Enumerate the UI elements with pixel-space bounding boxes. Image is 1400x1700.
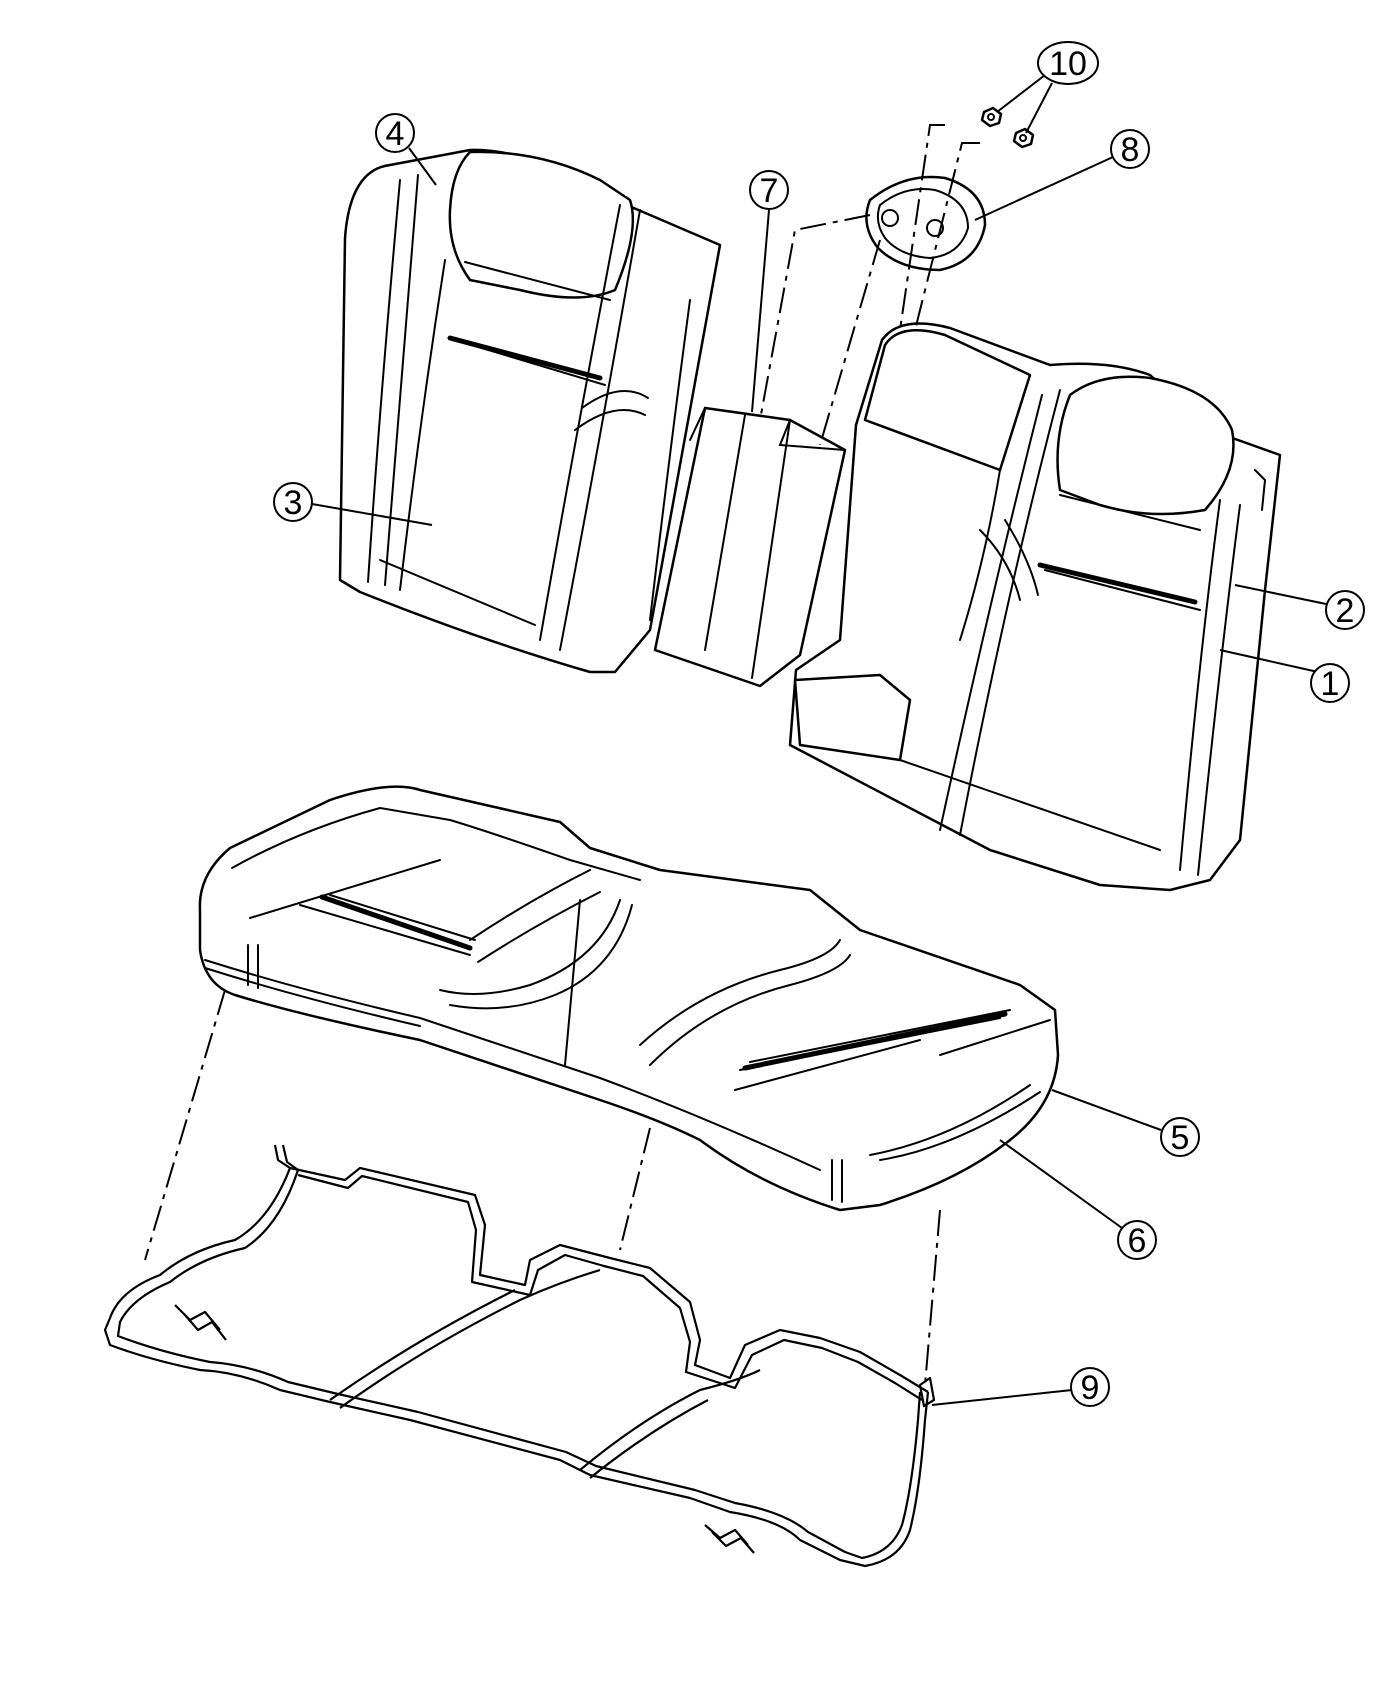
callout-5-label: 5 bbox=[1171, 1119, 1190, 1157]
callout-2-label: 2 bbox=[1336, 592, 1355, 630]
callout-1-label: 1 bbox=[1321, 665, 1340, 703]
callout-6-label: 6 bbox=[1128, 1222, 1147, 1260]
assembly-lines bbox=[144, 124, 980, 1386]
armrest bbox=[653, 406, 847, 688]
right-seat-back bbox=[788, 322, 1282, 892]
callout-3[interactable]: 3 bbox=[273, 482, 433, 526]
callout-1[interactable]: 1 bbox=[1219, 649, 1350, 703]
callout-7[interactable]: 7 bbox=[749, 170, 789, 413]
cup-holder-bezel bbox=[865, 175, 987, 272]
callout-4[interactable]: 4 bbox=[375, 113, 437, 186]
callout-9[interactable]: 9 bbox=[931, 1367, 1110, 1407]
callout-8-label: 8 bbox=[1121, 131, 1140, 169]
callout-5[interactable]: 5 bbox=[1051, 1089, 1200, 1157]
callout-8[interactable]: 8 bbox=[974, 129, 1150, 221]
callouts: 1 2 3 4 5 6 7 bbox=[273, 41, 1365, 1407]
callout-10[interactable]: 10 bbox=[996, 41, 1099, 134]
callout-2[interactable]: 2 bbox=[1234, 584, 1365, 630]
callout-6[interactable]: 6 bbox=[999, 1139, 1157, 1260]
left-seat-back bbox=[338, 148, 722, 674]
callout-7-label: 7 bbox=[760, 172, 779, 210]
nut-fasteners bbox=[980, 106, 1035, 149]
seat-frame-wire bbox=[103, 1144, 936, 1568]
callout-9-label: 9 bbox=[1081, 1369, 1100, 1407]
callout-3-label: 3 bbox=[284, 484, 303, 522]
seat-cushion bbox=[198, 785, 1060, 1212]
callout-4-label: 4 bbox=[386, 115, 405, 153]
callout-10-label: 10 bbox=[1049, 45, 1087, 83]
